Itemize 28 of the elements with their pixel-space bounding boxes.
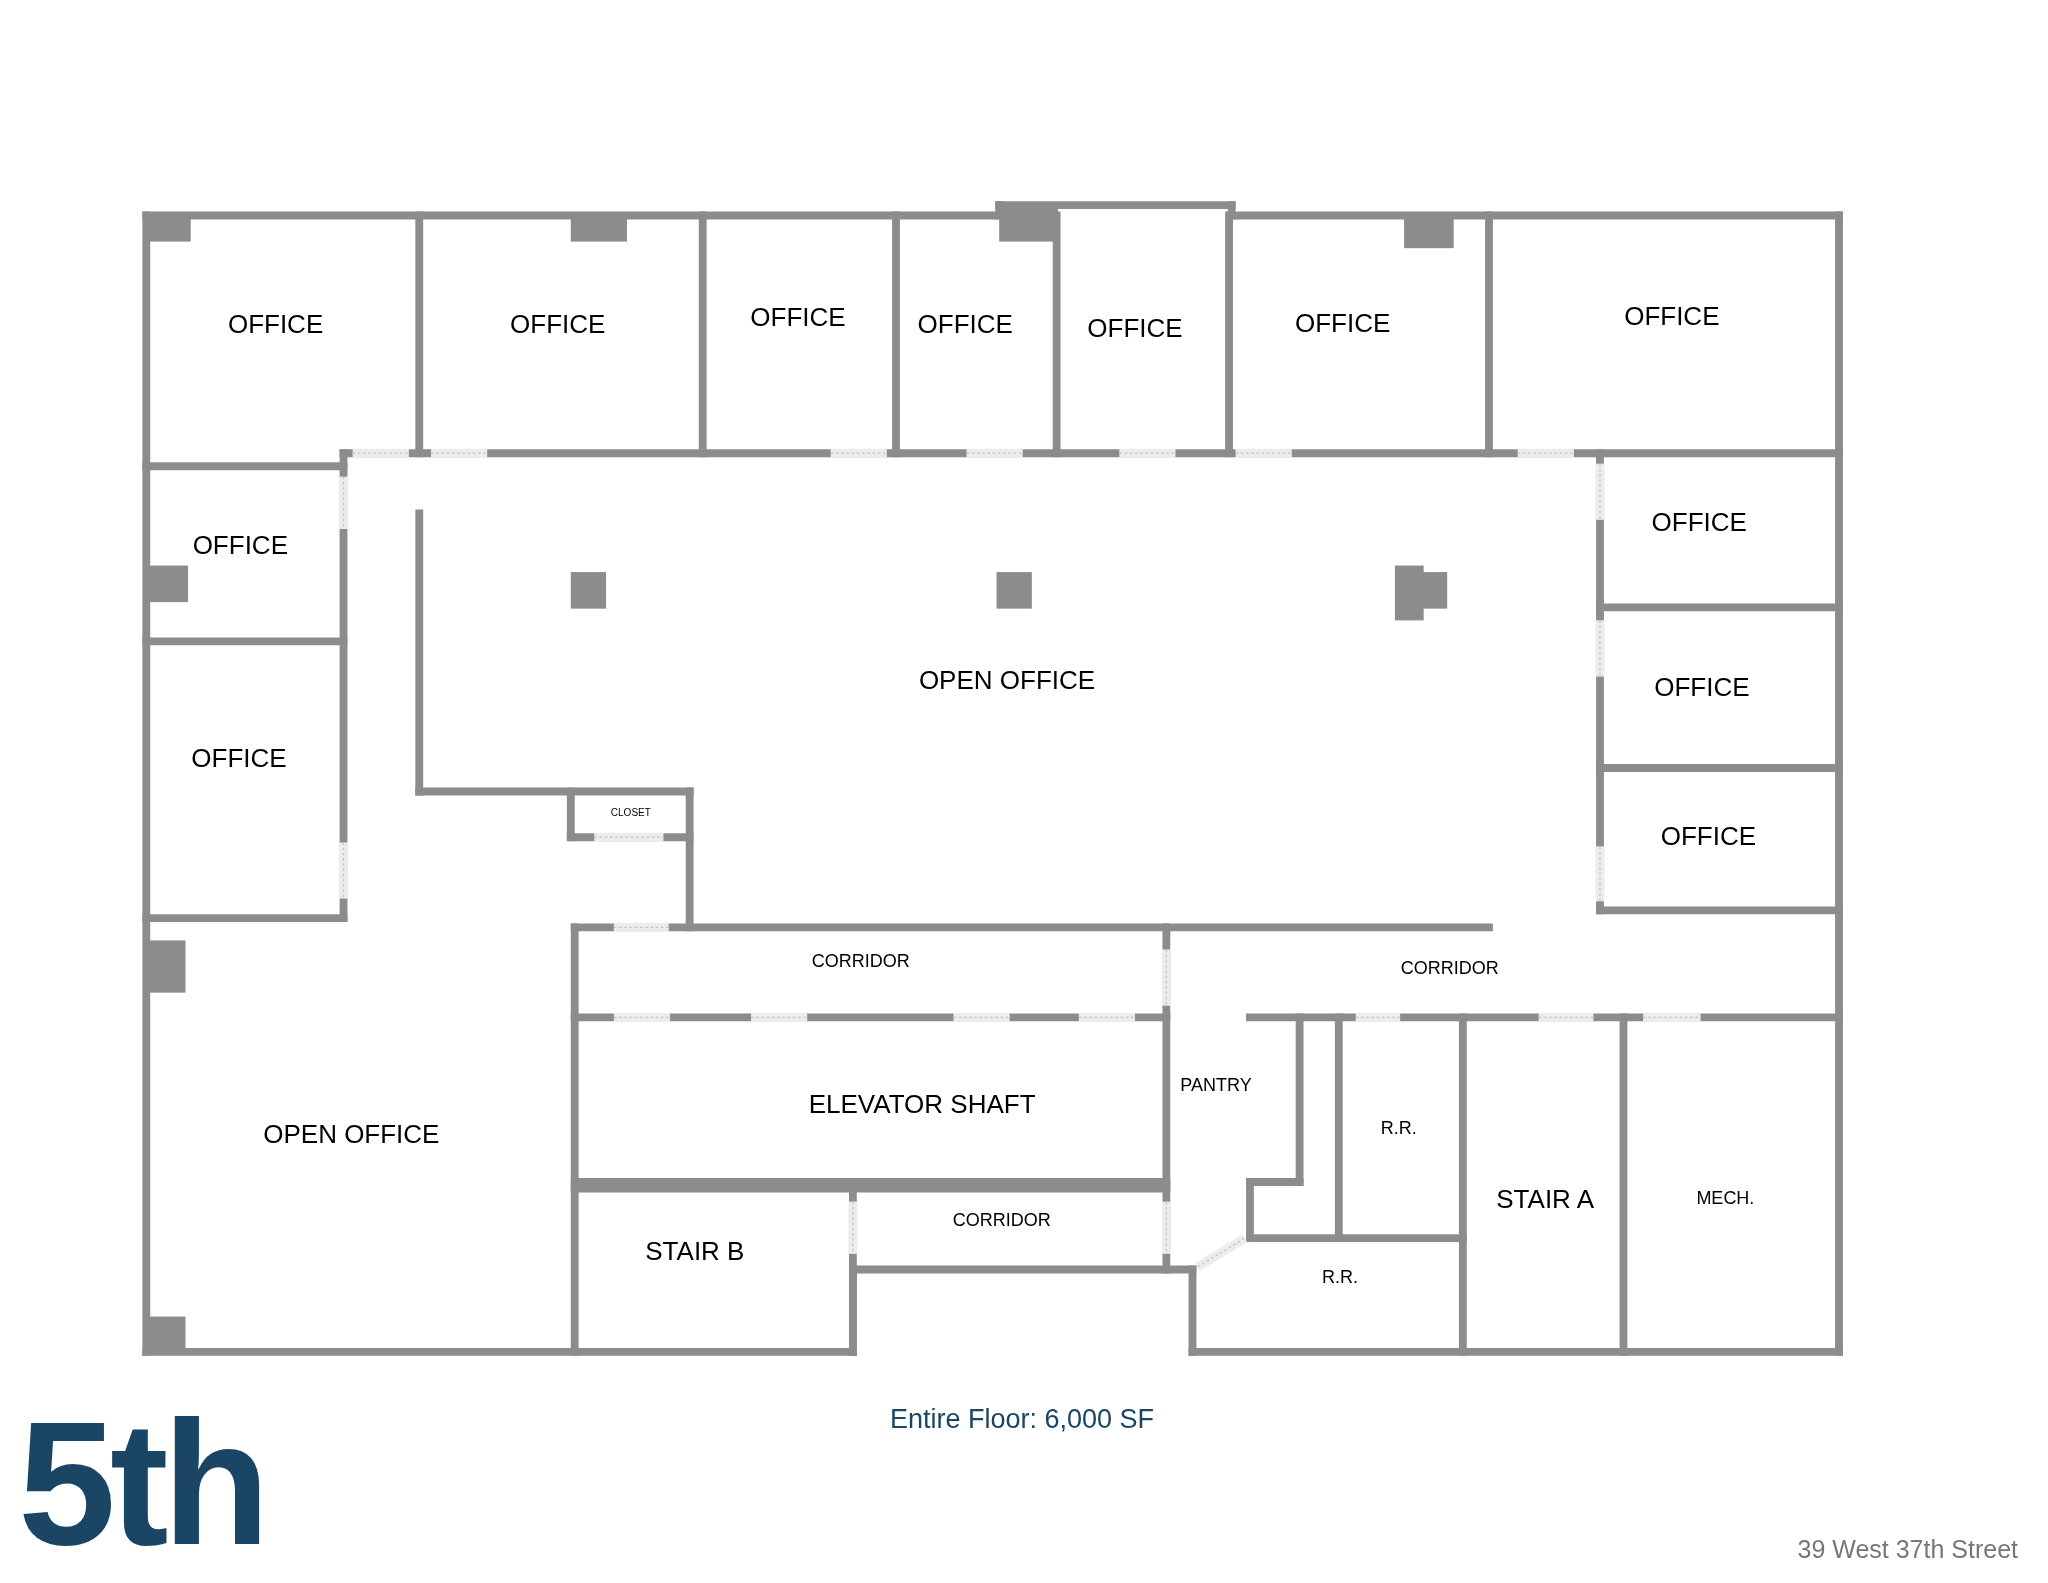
- room-label: OPEN OFFICE: [263, 1117, 440, 1151]
- room-label: OFFICE: [227, 307, 324, 341]
- room-label: OFFICE: [1624, 299, 1720, 333]
- room-label: OFFICE: [191, 741, 287, 775]
- room-label: ELEVATOR SHAFT: [808, 1087, 1036, 1121]
- room-label: R.R.: [1380, 1117, 1417, 1140]
- room-label: STAIR B: [645, 1234, 745, 1268]
- room-label: OFFICE: [1654, 670, 1750, 704]
- floor-title: 5th: [18, 1395, 264, 1571]
- room-label: CLOSET: [610, 805, 651, 820]
- room-label: PANTRY: [1180, 1073, 1252, 1097]
- room-label: CORRIDOR: [811, 949, 910, 973]
- room-label: OFFICE: [1660, 819, 1757, 853]
- room-label: OFFICE: [510, 307, 606, 341]
- room-label: OFFICE: [1087, 311, 1183, 345]
- address-label: 39 West 37th Street: [1797, 1534, 2018, 1565]
- room-label: CORRIDOR: [1400, 956, 1499, 980]
- room-label: MECH.: [1696, 1186, 1755, 1210]
- room-label: OPEN OFFICE: [918, 664, 1096, 697]
- room-label: STAIR A: [1496, 1182, 1595, 1216]
- room-label: OFFICE: [917, 307, 1013, 341]
- room-label: OFFICE: [1651, 505, 1747, 539]
- room-label: OFFICE: [1295, 306, 1391, 340]
- room-label: R.R.: [1322, 1265, 1359, 1289]
- room-label: OFFICE: [750, 300, 846, 334]
- room-label: CORRIDOR: [952, 1208, 1051, 1232]
- room-label: OFFICE: [192, 528, 288, 562]
- floor-area-caption: Entire Floor: 6,000 SF: [889, 1403, 1155, 1436]
